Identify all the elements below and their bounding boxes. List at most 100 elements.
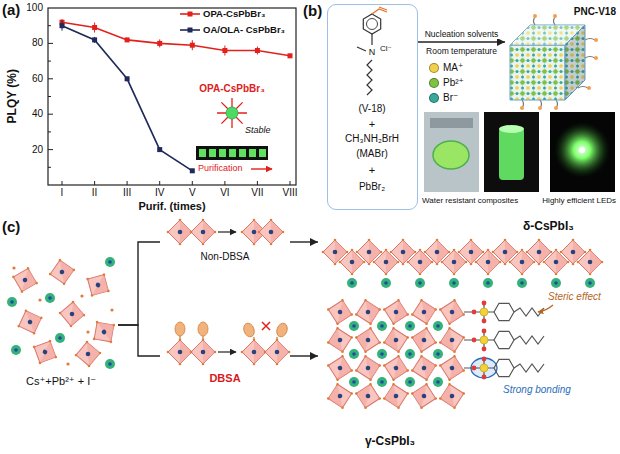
dbsa-step [275, 322, 289, 339]
nanocrystal-cube [520, 106, 524, 110]
vial-row-photo [229, 149, 236, 157]
precursor-ions [58, 300, 87, 329]
nanocrystal-label: PNC-V18 [574, 6, 616, 18]
v18-structure [363, 14, 380, 34]
annotation: Steric effect [548, 291, 601, 303]
data-series-oaola [157, 147, 162, 152]
plot-frame [48, 26, 53, 168]
connector-arrow [118, 242, 160, 325]
process-step: Non-DBSA [160, 218, 290, 266]
process-step: DBSA [160, 320, 290, 392]
tick-label: VIII [282, 187, 297, 199]
gamma-phase-structure [349, 377, 443, 387]
precursor-ions [12, 266, 15, 269]
dbsa-step [167, 339, 194, 366]
precursor-ions [45, 293, 55, 303]
nanocrystal-cube [538, 106, 542, 110]
nanocrystal-cube [510, 14, 598, 110]
vial-row-photo [209, 149, 216, 157]
nanocrystal-cube [565, 25, 585, 100]
tick-label: 20 [32, 144, 43, 156]
panel-letter: (b) [303, 2, 322, 20]
dbsa-step [218, 351, 236, 352]
data-series-opa [222, 48, 227, 53]
gamma-phase-structure [324, 324, 468, 356]
dbsa-step [190, 339, 217, 366]
delta-phase-structure [322, 239, 604, 288]
connector-arrow [118, 325, 160, 356]
precursor-ions [11, 345, 21, 355]
precursor-ions [80, 267, 116, 303]
delta-phase-structure [415, 278, 425, 288]
tick-label: III [123, 187, 131, 199]
precursor-ions [7, 297, 17, 307]
data-series-opa [92, 25, 97, 30]
tick-label: 100 [26, 2, 43, 14]
data-series-opa [60, 19, 293, 58]
precursor-ions [74, 340, 103, 369]
data-series-opa [288, 53, 293, 58]
precursor-ions [13, 305, 47, 339]
inset-label: Stable [245, 125, 271, 136]
precursor-ions [7, 257, 123, 370]
legend-sample [180, 12, 200, 33]
vial-row-photo [239, 149, 246, 157]
precursor-label: Cs⁺+Pb²⁺ + I⁻ [26, 375, 96, 388]
delta-phase-structure [458, 239, 536, 276]
delta-phase-structure [526, 239, 604, 276]
plot-frame [48, 8, 296, 185]
delta-phase-structure [347, 278, 357, 288]
legend-label: OA/OLA- CsPbBr₃ [203, 24, 285, 35]
delta-phase-structure [390, 239, 468, 276]
delta-phase-structure [551, 278, 561, 288]
v18-structure [372, 7, 387, 14]
photo-caption: Water resistant composites [422, 196, 518, 206]
precursor-ions [47, 257, 78, 288]
led-photo [579, 147, 585, 153]
legend-sample [188, 12, 193, 17]
gamma-phase-structure [464, 301, 544, 324]
delta-phase-structure [381, 278, 391, 288]
dbsa-step [242, 322, 256, 339]
non-dbsa-step [167, 219, 285, 246]
data-series-oaola [92, 37, 97, 42]
delta-phase-structure [517, 278, 527, 288]
dbsa-step [180, 336, 277, 340]
cylinder-photo [499, 125, 524, 133]
precursor-ions [55, 333, 65, 343]
data-series-opa [255, 48, 260, 53]
precursor-ions [66, 362, 69, 365]
purification-arrow [251, 168, 272, 169]
phase-label: δ-CsPbI₃ [523, 219, 574, 233]
atom-label: Cl⁻ [380, 44, 392, 54]
cylinder-photo [484, 112, 539, 192]
non-dbsa-step [167, 219, 194, 246]
non-dbsa-step [190, 219, 217, 246]
crystal-phase: γ-CsPbI₃ [318, 292, 615, 452]
tick-label: V [189, 187, 196, 199]
tick-label: I [61, 187, 64, 199]
precursor-ions [110, 308, 113, 311]
dbsa-step [241, 339, 268, 366]
step-label: Non-DBSA [201, 251, 250, 263]
step-label: DBSA [209, 372, 240, 385]
data-series-oaola [62, 26, 192, 171]
reactant-label: + [369, 118, 375, 131]
crystal-phase: δ-CsPbI₃ [318, 218, 615, 290]
data-series-opa [157, 41, 162, 46]
cylinder-photo [499, 128, 524, 180]
axis-title: PLQY (%) [5, 69, 19, 123]
gamma-phase-structure [349, 349, 443, 359]
precursor-ions [105, 257, 115, 267]
precursor-ions [105, 359, 115, 369]
connector-arrow [290, 241, 318, 242]
composite-photo [433, 141, 469, 169]
precursor-ions [9, 264, 42, 297]
delta-phase-structure [483, 278, 493, 288]
led-photo [550, 112, 615, 192]
legend-label: Br⁻ [443, 92, 458, 104]
legend-swatch [429, 93, 439, 103]
nanocrystal-cube [533, 14, 537, 18]
reactant-label: + [369, 164, 375, 177]
